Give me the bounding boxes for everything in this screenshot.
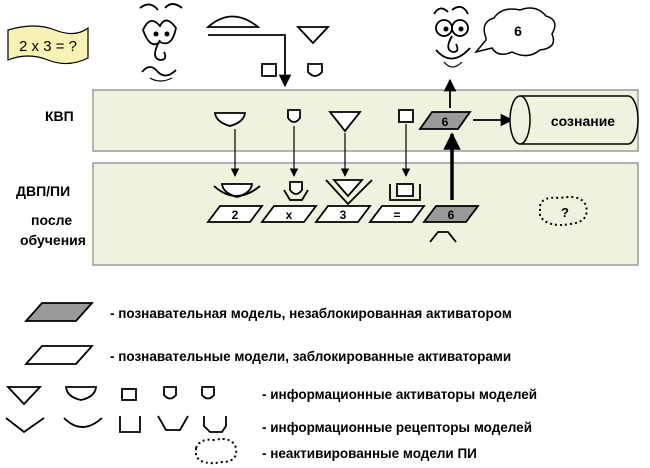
- legend: - познавательная модель, незаблокированн…: [5, 302, 537, 465]
- input-half-circle-shape: [205, 15, 261, 28]
- dvp-band: [92, 162, 639, 266]
- input-cup-shape: [307, 63, 323, 77]
- input-arrow: [208, 34, 292, 88]
- dvp-label-line3: обучения: [20, 232, 86, 248]
- legend-activator-cup: [163, 386, 177, 400]
- legend-text-activators: - информационные активаторы моделей: [262, 387, 537, 402]
- chain-cell-1: [206, 205, 264, 223]
- legend-text-unactivated: - неактивированные модели ПИ: [262, 446, 477, 461]
- legend-activator-half-circle: [65, 386, 97, 401]
- problem-note: 2 x 3 = ?: [7, 25, 89, 65]
- legend-text-active-model: - познавательная модель, незаблокированн…: [110, 306, 512, 321]
- receptor-square: [389, 184, 421, 201]
- seated-cup: [289, 181, 303, 195]
- seated-square: [396, 183, 414, 197]
- unknown-text: ?: [561, 205, 569, 220]
- chain-cell-4-text: =: [393, 208, 400, 222]
- legend-icon-unactivated: [195, 438, 238, 465]
- input-square-shape: [261, 63, 277, 77]
- dvp-label-line1: ДВП/ПИ: [16, 183, 70, 199]
- dvp-label-line2: после: [31, 212, 72, 228]
- seated-half-circle: [220, 183, 254, 198]
- kvp-label: КВП: [45, 108, 74, 124]
- kvp-activator-triangle: [328, 111, 362, 133]
- speech-bubble: 6: [473, 7, 556, 57]
- legend-text-blocked-model: - познавательные модели, заблокированные…: [110, 349, 511, 364]
- legend-receptor-u: [203, 416, 227, 433]
- seated-triangle: [332, 179, 364, 198]
- receptor-half-circle: [213, 185, 261, 197]
- unknown-model: ?: [539, 196, 588, 226]
- chain-cell-5-text: 6: [448, 208, 455, 222]
- problem-text: 2 x 3 = ?: [19, 38, 77, 55]
- legend-icon-active-model: [23, 302, 95, 322]
- kvp-model-text: 6: [442, 115, 449, 129]
- consciousness-cylinder: сознание: [509, 95, 639, 145]
- legend-activator-cup-2: [201, 386, 215, 400]
- chain-cell-3: [314, 205, 372, 223]
- input-triangle-shape: [295, 26, 331, 45]
- bubble-text: 6: [514, 23, 522, 39]
- kvp-activator-half-circle: [213, 112, 247, 127]
- chain-cell-2: [260, 205, 318, 223]
- chain-cell-2-text: x: [286, 208, 293, 222]
- legend-receptor-curve: [63, 417, 103, 428]
- free-receptor: [429, 231, 457, 243]
- chain-cell-1-text: 2: [232, 208, 239, 222]
- chain-cell-3-text: 3: [340, 208, 347, 222]
- legend-activator-square: [121, 388, 137, 401]
- thinking-face-icon: [139, 3, 183, 82]
- legend-icon-blocked-model: [23, 345, 95, 365]
- legend-text-receptors: - информационные рецепторы моделей: [262, 420, 532, 435]
- kvp-activator-cup: [287, 109, 301, 123]
- receptor-cup: [283, 189, 309, 201]
- legend-activator-triangle: [5, 386, 43, 406]
- receptor-triangle: [325, 179, 373, 206]
- chain-cell-5-active: [422, 205, 480, 223]
- chain-cell-4: [368, 205, 426, 223]
- legend-receptor-angle: [5, 417, 45, 434]
- happy-face-icon: [433, 5, 471, 68]
- legend-receptor-cup: [157, 415, 189, 431]
- consciousness-label: сознание: [551, 113, 615, 129]
- model-chain: 2 x 3 = 6: [206, 205, 480, 223]
- kvp-active-model: 6: [418, 111, 472, 130]
- legend-receptor-square: [119, 416, 141, 433]
- kvp-activator-square: [398, 109, 414, 123]
